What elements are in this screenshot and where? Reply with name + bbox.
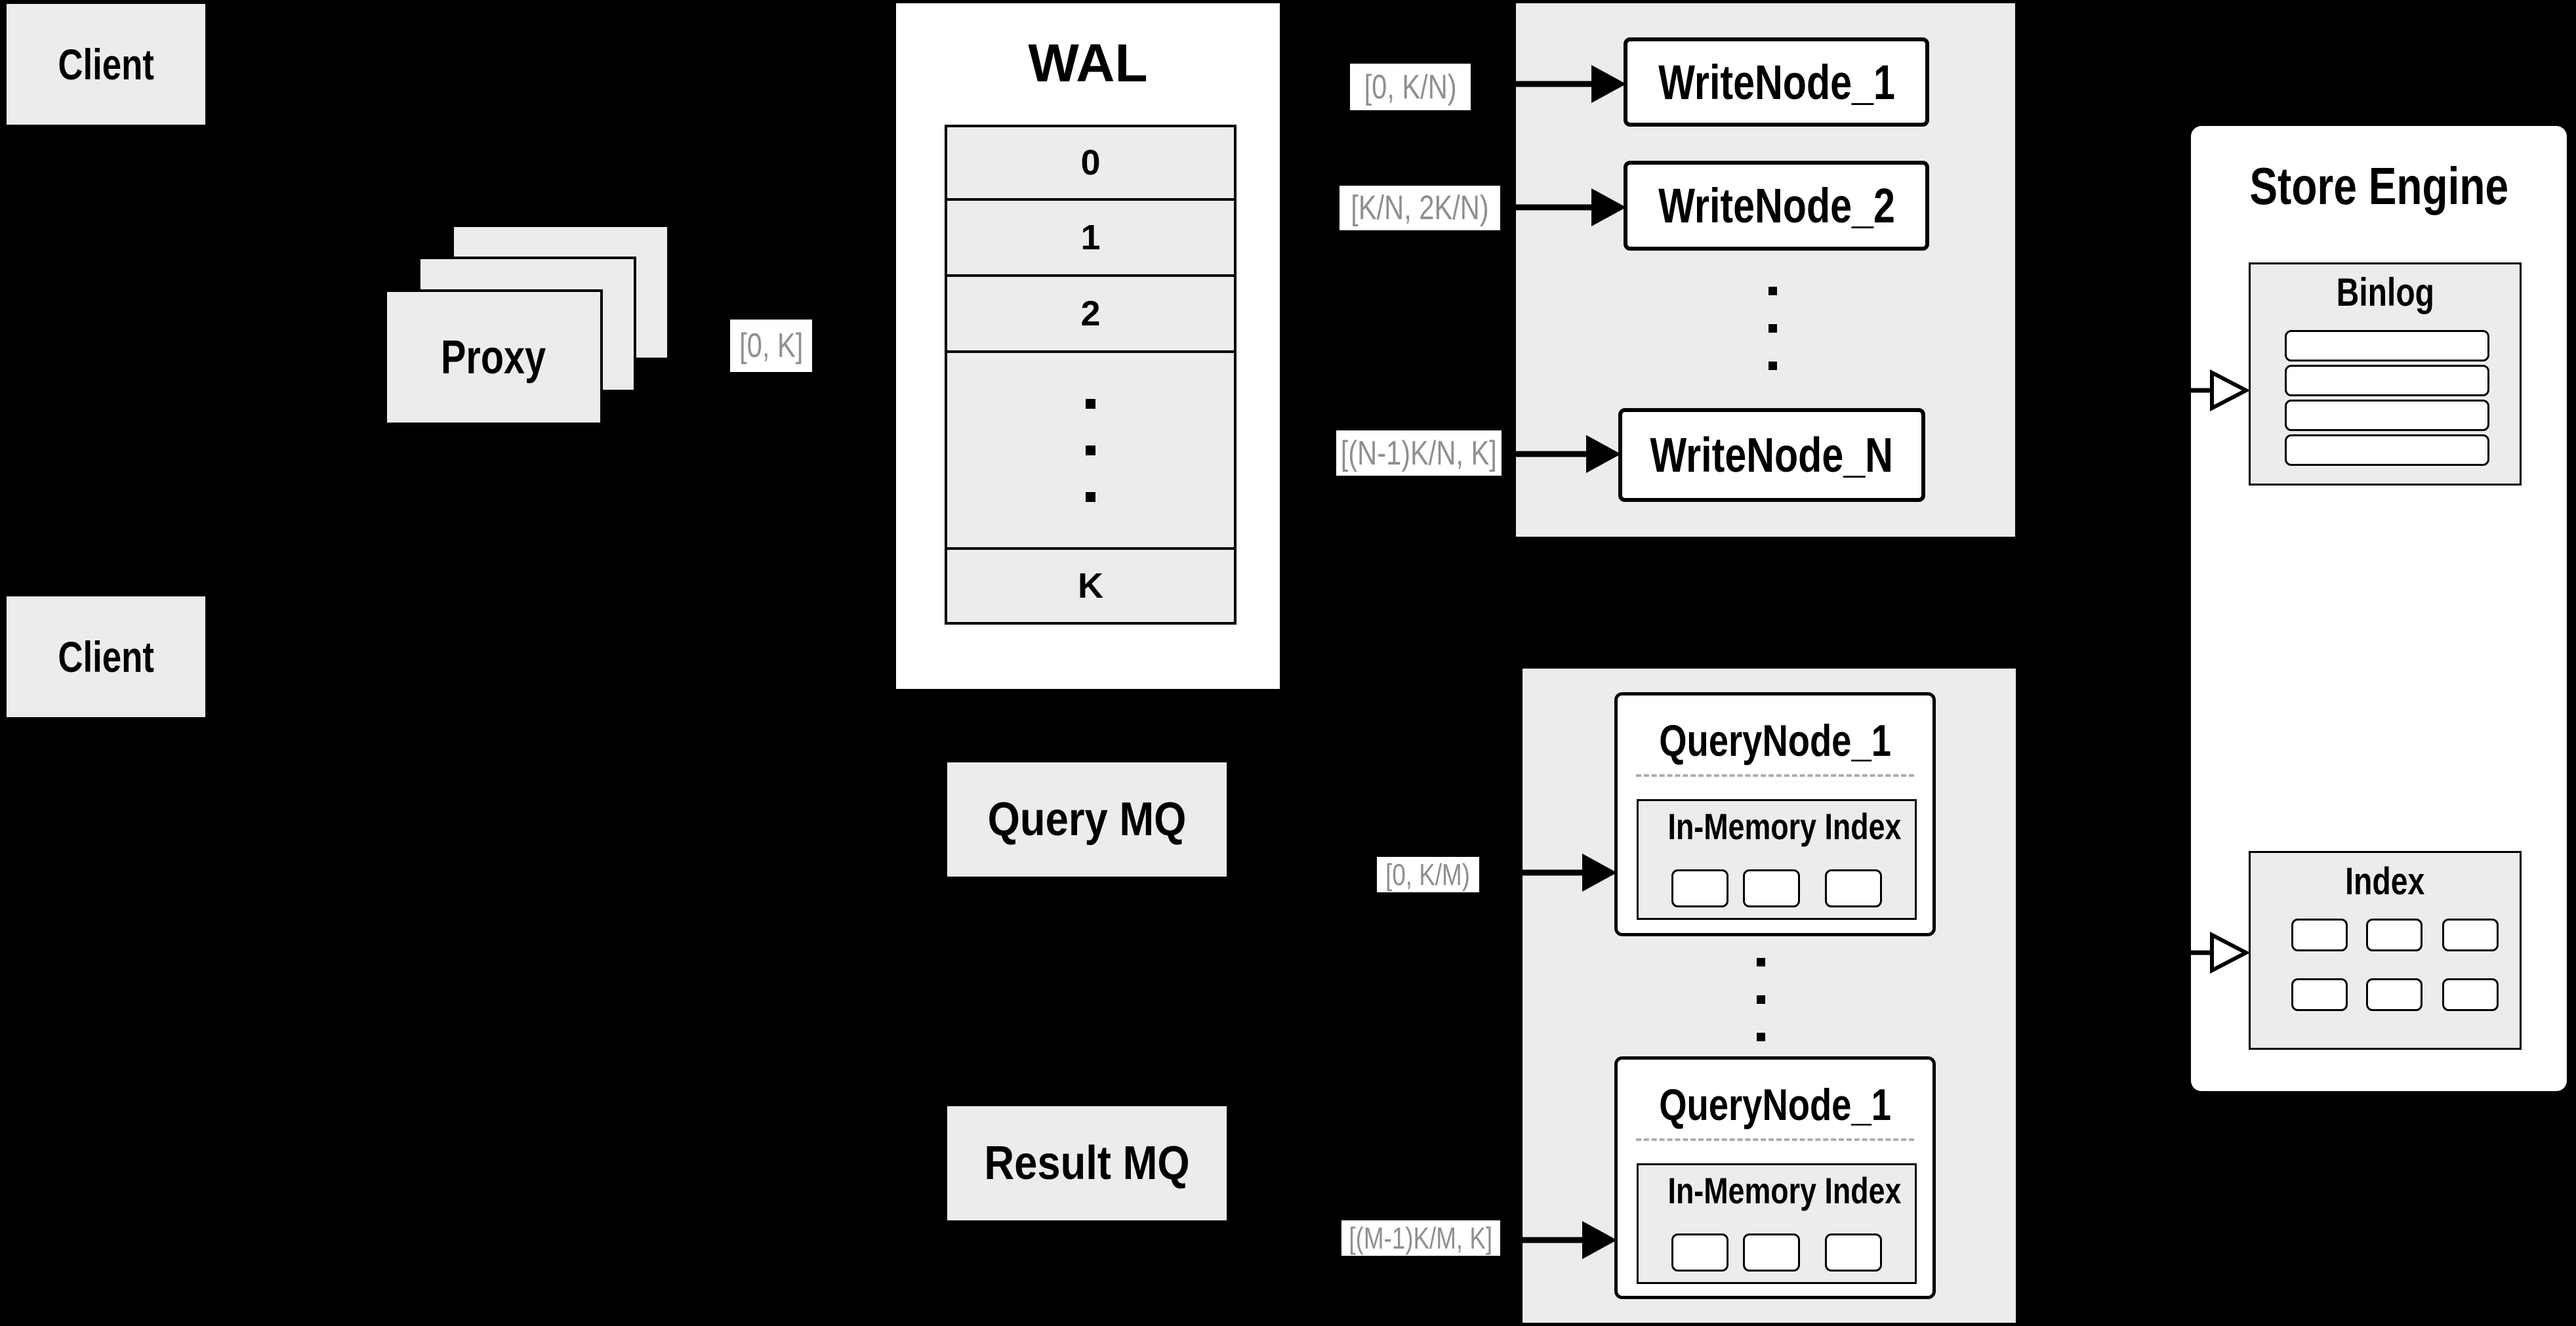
vertical-ellipsis-icon	[1768, 272, 1777, 384]
range-label-query-1: [0, K/M)	[1377, 857, 1479, 892]
memory-segment	[1825, 1233, 1882, 1272]
wal-title: WAL	[1028, 33, 1148, 93]
query-mq-box: Query MQ	[947, 762, 1227, 877]
memory-segment	[1671, 1233, 1728, 1272]
proxy-label: Proxy	[441, 331, 546, 384]
write-node-2-box: WriteNode_2	[1624, 161, 1929, 251]
range-label-write-2: [K/N, 2K/N)	[1339, 186, 1500, 230]
in-memory-index-box: In-Memory Index	[1637, 799, 1917, 920]
wal-row-0: 0	[947, 127, 1234, 201]
wal-row-ellipsis	[947, 353, 1234, 550]
in-memory-index-title: In-Memory Index	[1667, 806, 1902, 847]
index-segment	[2291, 919, 2348, 951]
binlog-box: Binlog	[2249, 262, 2522, 486]
index-segment	[2291, 978, 2348, 1011]
wal-table: 0 1 2 K	[945, 125, 1237, 625]
index-box: Index	[2249, 851, 2522, 1050]
query-node-top-box: QueryNode_1 In-Memory Index	[1614, 692, 1936, 936]
wal-box: WAL 0 1 2 K	[896, 3, 1280, 689]
client-top-label: Client	[58, 40, 154, 89]
query-node-bottom-title: QueryNode_1	[1659, 1080, 1891, 1130]
range-label-write-1: [0, K/N)	[1350, 64, 1471, 110]
memory-segment	[1671, 869, 1728, 907]
range-label-query-m: [(M-1)K/M, K]	[1341, 1220, 1500, 1256]
index-title: Index	[2345, 860, 2425, 903]
index-segment	[2442, 919, 2499, 951]
query-node-bottom-box: QueryNode_1 In-Memory Index	[1614, 1056, 1936, 1299]
memory-segment	[1743, 869, 1800, 907]
client-bottom-label: Client	[58, 632, 154, 681]
write-node-1-box: WriteNode_1	[1624, 37, 1929, 127]
in-memory-index-box: In-Memory Index	[1637, 1163, 1917, 1284]
store-engine-title: Store Engine	[2249, 157, 2508, 215]
dashed-divider	[1636, 1138, 1914, 1141]
binlog-row	[2285, 400, 2489, 431]
memory-segment	[1743, 1233, 1800, 1272]
wal-row-1: 1	[947, 201, 1234, 277]
wal-row-2: 2	[947, 277, 1234, 353]
query-node-top-title: QueryNode_1	[1659, 716, 1891, 766]
range-label-proxy-to-wal: [0, K]	[730, 320, 812, 372]
index-segment	[2366, 919, 2423, 951]
binlog-title: Binlog	[2336, 270, 2434, 314]
index-segment	[2442, 978, 2499, 1011]
store-engine-box: Store Engine Binlog Index	[2191, 126, 2567, 1091]
result-mq-box: Result MQ	[947, 1106, 1227, 1220]
client-box-bottom: Client	[7, 596, 205, 717]
vertical-ellipsis-icon	[1086, 381, 1095, 520]
proxy-card-front: Proxy	[384, 289, 603, 425]
binlog-row	[2285, 365, 2489, 396]
write-node-n-box: WriteNode_N	[1618, 408, 1925, 502]
wal-row-k: K	[1078, 566, 1103, 606]
range-label-write-n: [(N-1)K/N, K]	[1336, 430, 1502, 476]
binlog-row	[2285, 434, 2489, 466]
memory-segment	[1825, 869, 1882, 907]
dashed-divider	[1636, 774, 1914, 777]
binlog-row	[2285, 330, 2489, 362]
client-box-top: Client	[7, 4, 205, 125]
index-segment	[2366, 978, 2423, 1011]
in-memory-index-title: In-Memory Index	[1667, 1170, 1902, 1211]
vertical-ellipsis-icon	[1757, 943, 1765, 1056]
